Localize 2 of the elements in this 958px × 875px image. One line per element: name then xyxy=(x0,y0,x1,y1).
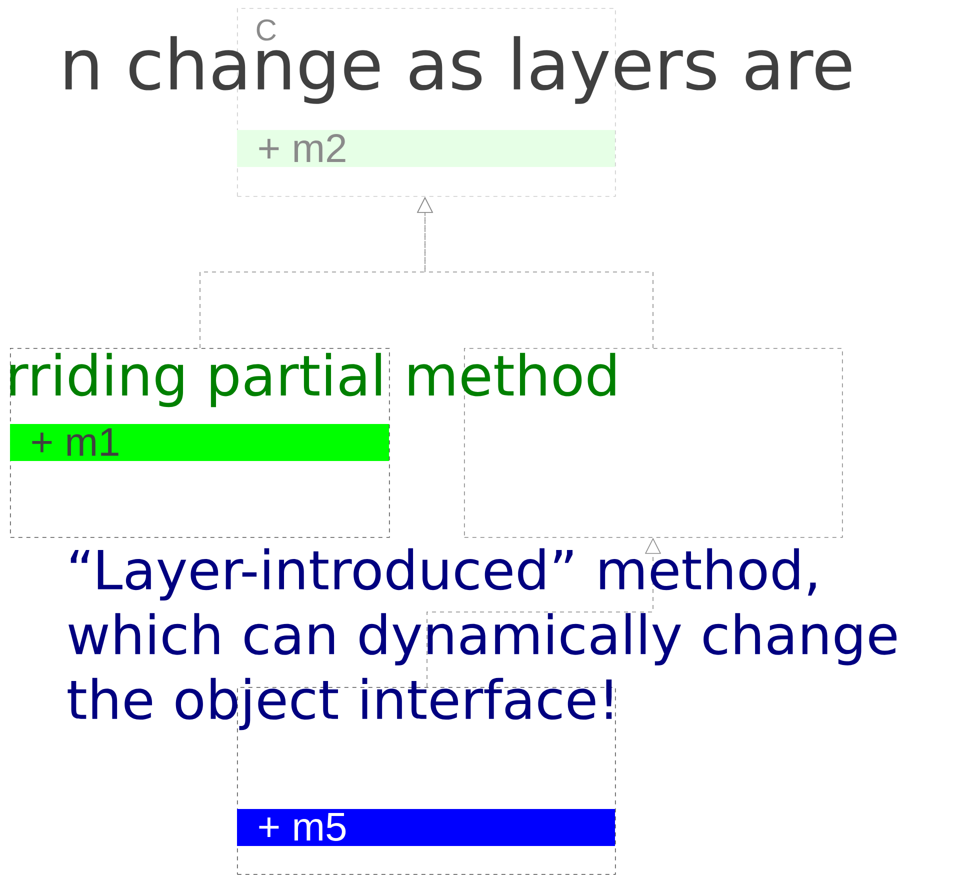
annotation-text: “Layer-introduced” method, which can dynamically change the object interface! xyxy=(68,548,896,730)
annotation-text: rriding partial method xyxy=(10,352,616,408)
